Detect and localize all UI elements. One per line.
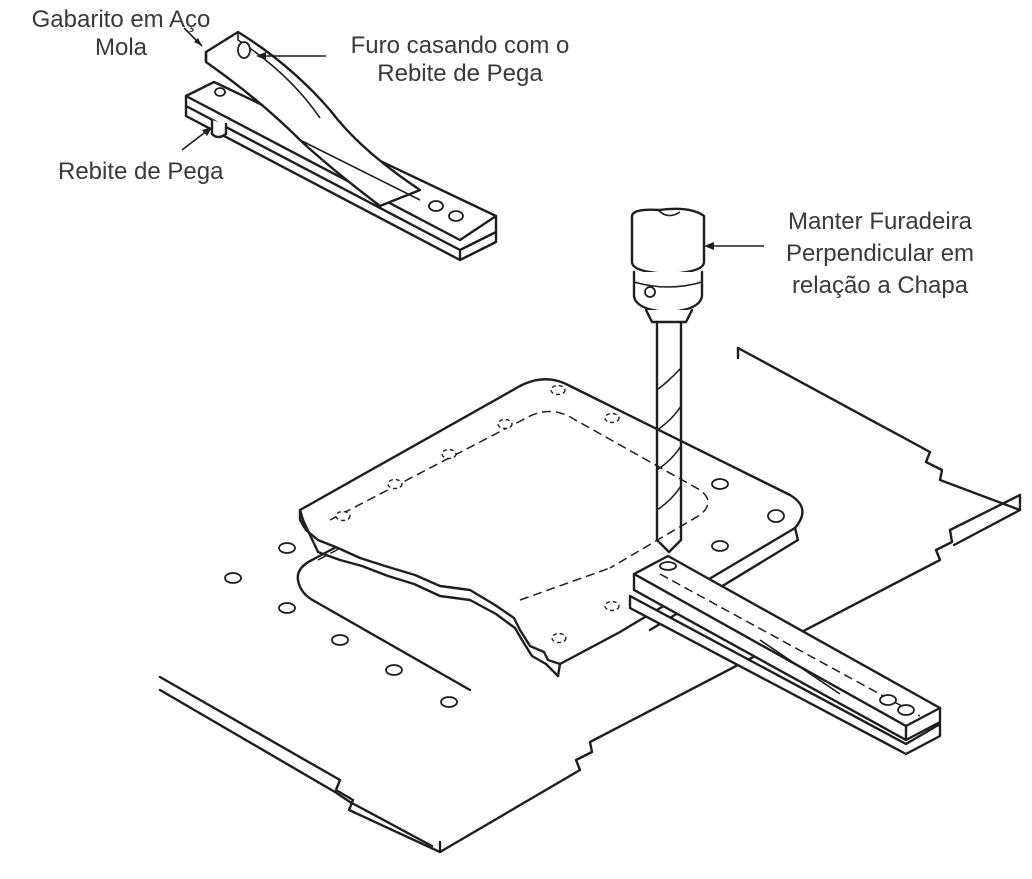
label-matching-hole-line1: Furo casando com o (350, 32, 570, 59)
spring-steel-jig-detail (184, 30, 498, 262)
label-matching-hole: Furo casando com o Rebite de Pega (330, 32, 590, 88)
label-spring-steel-jig-line1: Gabarito em Aço (31, 6, 211, 33)
spring-steel-jig-installed (628, 554, 942, 756)
drill (630, 207, 706, 554)
patch-holes (335, 384, 785, 644)
label-grip-rivet: Rebite de Pega (58, 158, 224, 185)
base-sheet (158, 346, 1022, 854)
label-keep-drill-perpendicular: Manter Furadeira Perpendicular em relaçã… (760, 206, 1000, 302)
label-keep-drill-line2: Perpendicular em (785, 240, 975, 267)
label-matching-hole-line2: Rebite de Pega (377, 60, 543, 87)
leader-lines (181, 27, 764, 250)
label-keep-drill-line3: relação a Chapa (791, 272, 969, 299)
label-spring-steel-jig: Gabarito em Aço Mola (6, 6, 236, 62)
label-spring-steel-jig-line2: Mola (94, 34, 148, 61)
base-holes (224, 542, 458, 708)
label-keep-drill-line1: Manter Furadeira (787, 208, 973, 235)
base-opening (296, 446, 522, 692)
